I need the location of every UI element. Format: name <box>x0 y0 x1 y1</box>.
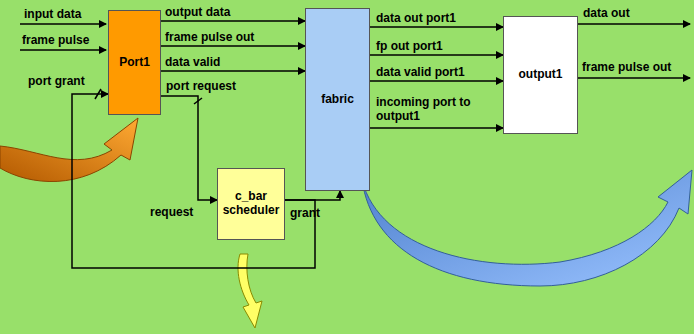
port-box: Port1 <box>108 10 161 115</box>
signal-wire <box>370 54 503 56</box>
signal-label: incoming port to output1 <box>376 95 494 124</box>
output-box: output1 <box>503 16 578 134</box>
signal-label: input data <box>24 7 81 21</box>
output-wire <box>578 77 690 79</box>
signal-label: port grant <box>28 74 85 88</box>
signal-label: request <box>150 205 193 219</box>
signal-wire <box>72 94 315 268</box>
input-wire <box>20 49 106 51</box>
signal-wire <box>370 80 503 82</box>
signal-label: data out <box>583 6 630 20</box>
node-title: Port1 <box>119 56 150 70</box>
signal-label: data valid <box>165 55 220 69</box>
node-title: c_bar scheduler <box>221 190 281 218</box>
signal-label: frame pulse out <box>165 30 254 44</box>
scheduler-box: c_bar scheduler <box>217 168 285 240</box>
flow-arrow <box>362 170 692 286</box>
input-wire <box>20 23 106 25</box>
signal-wire <box>370 26 503 28</box>
signal-wire <box>285 191 340 200</box>
signal-label: data out port1 <box>376 11 456 25</box>
node-title: fabric <box>321 93 354 107</box>
flow-arrow <box>238 254 262 328</box>
output-wire <box>578 23 690 25</box>
signal-wire <box>161 96 217 200</box>
signal-wire <box>161 45 305 47</box>
signal-label: port request <box>166 79 236 93</box>
signal-wire <box>161 70 305 72</box>
signal-label: frame pulse out <box>582 60 671 74</box>
fabric-box: fabric <box>305 8 370 191</box>
flow-arrow <box>0 118 138 182</box>
signal-wire <box>161 20 305 22</box>
signal-label: data valid port1 <box>376 65 465 79</box>
signal-label: grant <box>290 206 320 220</box>
signal-wire <box>370 127 503 129</box>
signal-label: fp out port1 <box>376 39 443 53</box>
signal-label: frame pulse <box>22 33 89 47</box>
node-title: output1 <box>519 68 563 82</box>
signal-label: output data <box>165 5 230 19</box>
